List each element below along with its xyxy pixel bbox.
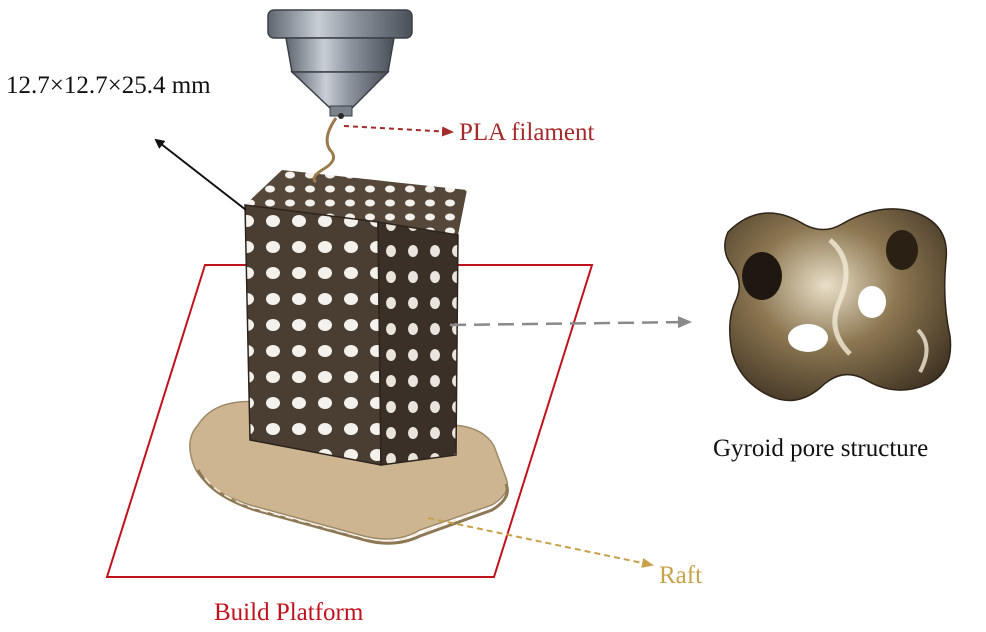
filament-arrow: [343, 125, 454, 137]
build-platform-outline: [105, 264, 594, 578]
extruder-nozzle-icon: [267, 9, 413, 119]
dimensions-label: 12.7×12.7×25.4 mm: [6, 72, 211, 99]
raft-arrow: [427, 517, 654, 568]
filament-label: PLA filament: [459, 119, 595, 146]
build-platform-label: Build Platform: [214, 599, 364, 626]
gyroid-callout-arrow: [449, 316, 692, 329]
raft-label: Raft: [659, 562, 703, 589]
dimension-arrow: [154, 138, 247, 211]
filament-strand: [312, 117, 338, 184]
gyroid-lattice-specimen: [244, 170, 467, 466]
gyroid-unit-cell: [724, 208, 952, 402]
gyroid-label: Gyroid pore structure: [713, 435, 929, 462]
